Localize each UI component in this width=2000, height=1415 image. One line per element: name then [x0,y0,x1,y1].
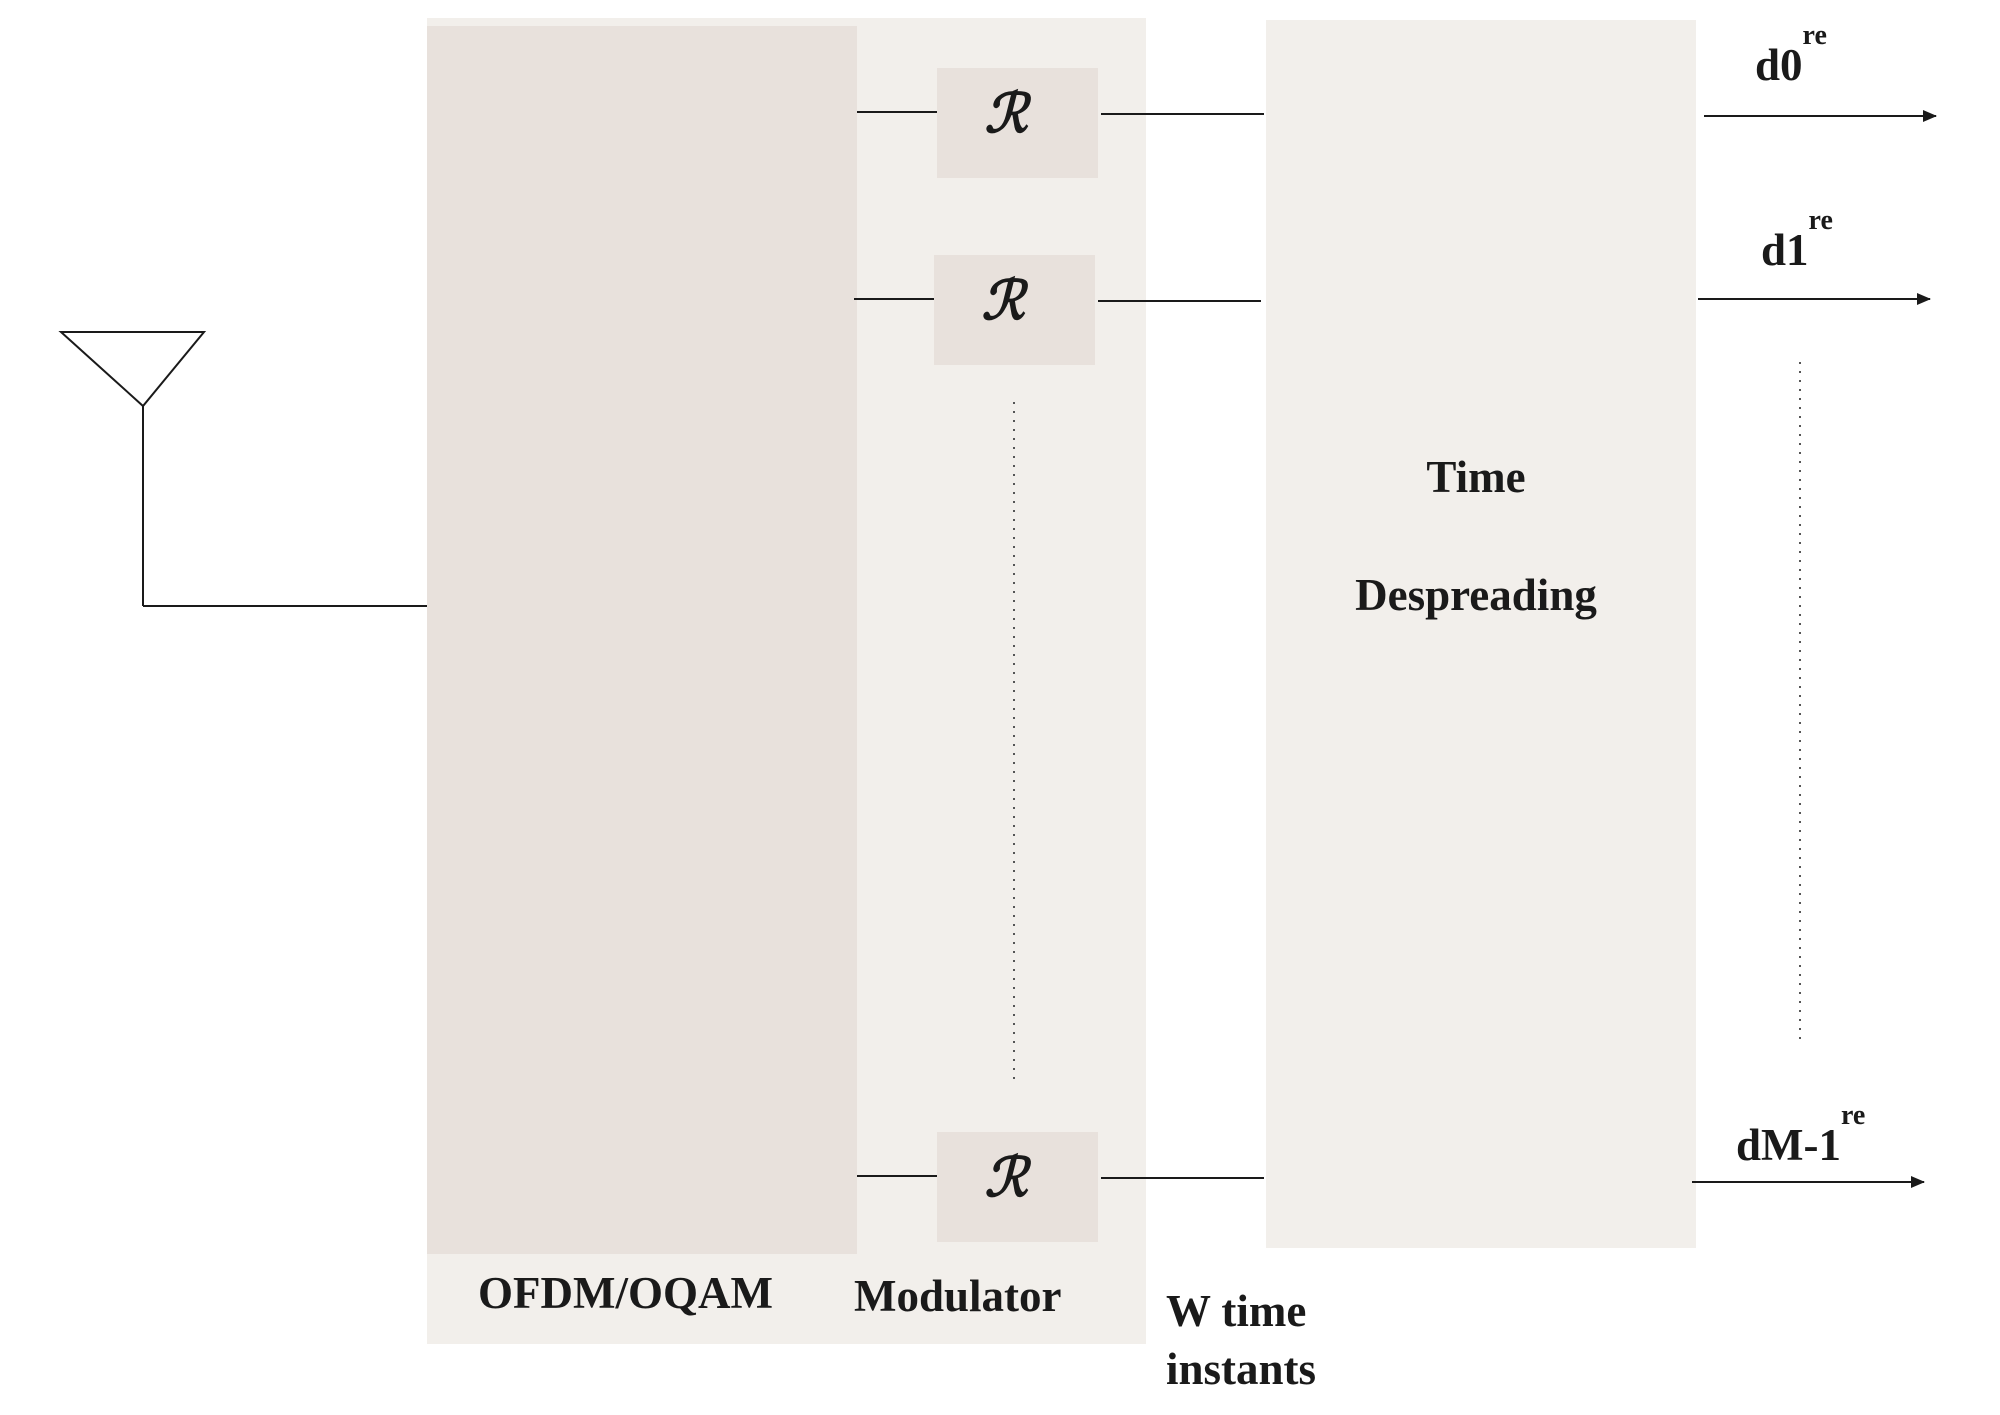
real-part-block-last [937,1132,1098,1242]
modulator-label-left: OFDM/OQAM [478,1268,773,1318]
modulator-label-right: Modulator [854,1271,1062,1321]
output-label-0: d0re [1755,20,1827,90]
time-despreading-block [1266,20,1696,1248]
real-part-symbol-1: ℛ [981,268,1029,332]
despreading-label-line2: Despreading [1355,570,1597,620]
real-part-symbol-0: ℛ [984,81,1032,145]
output-label-1: d1re [1761,205,1833,275]
output-label-last: dM-1re [1736,1100,1865,1170]
w-time-label-line2: instants [1166,1344,1316,1394]
real-part-block-1 [934,255,1095,365]
real-part-branch-1: ℛ [854,255,1261,365]
real-part-branch-0: ℛ [857,68,1264,178]
real-part-block-0 [937,68,1098,178]
real-part-symbol-last: ℛ [984,1145,1032,1209]
w-time-label-line1: W time [1166,1286,1306,1336]
real-part-branch-last: ℛ [857,1132,1264,1242]
despreading-label-line1: Time [1426,452,1525,502]
antenna-icon [58,331,432,607]
modulator-transform-block [427,26,857,1254]
